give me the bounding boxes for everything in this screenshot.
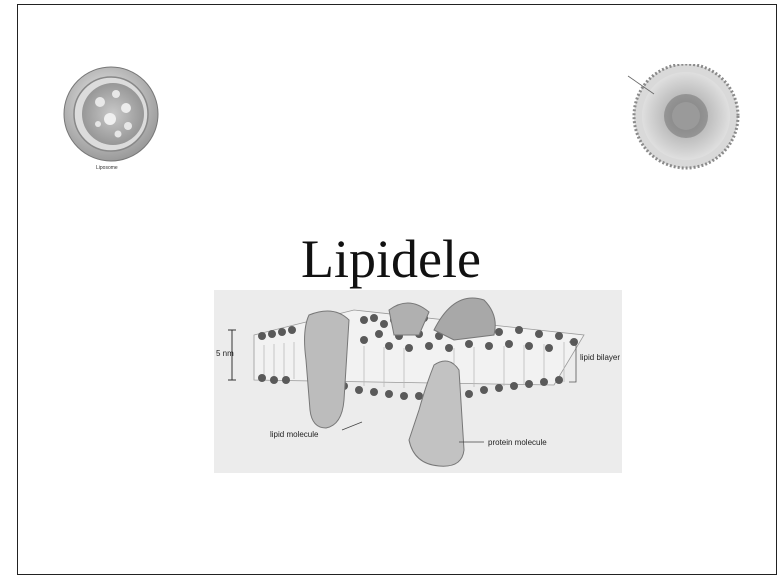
micelle-illustration — [624, 64, 744, 170]
lipid-bilayer-label: lipid bilayer — [580, 353, 620, 362]
protein-molecule-label: protein molecule — [488, 438, 547, 447]
membrane-diagram: 5 nm lipid bilayer lipid molecule protei… — [214, 290, 622, 473]
scale-label: 5 nm — [216, 349, 234, 358]
liposome-caption: Liposome — [96, 165, 118, 171]
liposome-illustration: Liposome — [58, 64, 168, 176]
lipid-molecule-label: lipid molecule — [270, 430, 319, 439]
slide-title: Lipidele — [0, 232, 782, 286]
